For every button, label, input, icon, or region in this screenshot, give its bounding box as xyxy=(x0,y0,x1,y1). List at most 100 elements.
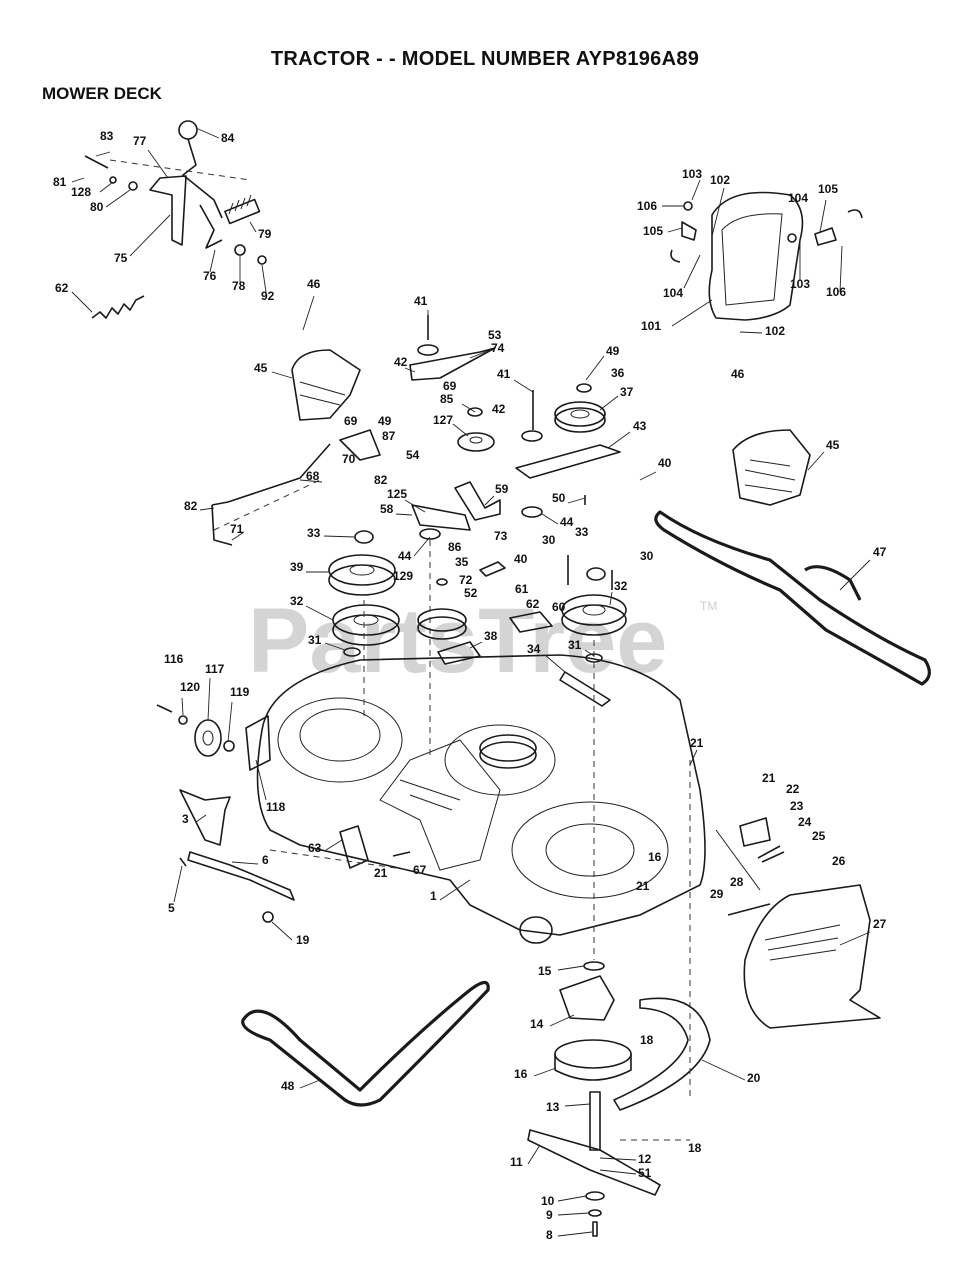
callout-34: 34 xyxy=(527,642,541,656)
callout-leader-74 xyxy=(469,349,491,359)
callout-62b: 62 xyxy=(526,597,540,611)
callout-leader-9 xyxy=(557,1212,590,1216)
callout-leader-106b xyxy=(839,245,843,293)
callout-83: 83 xyxy=(100,129,114,143)
callout-51: 51 xyxy=(638,1166,652,1180)
callout-31b: 31 xyxy=(568,638,582,652)
callout-28: 28 xyxy=(730,875,744,889)
callout-leader-105a xyxy=(667,227,683,233)
callout-leader-31b xyxy=(584,649,595,657)
callout-54: 54 xyxy=(406,448,420,462)
callout-101: 101 xyxy=(641,319,661,333)
callout-leader-50 xyxy=(567,497,586,504)
callout-75: 75 xyxy=(114,251,128,265)
callout-15: 15 xyxy=(538,964,552,978)
diagram-subtitle: MOWER DECK xyxy=(42,84,162,103)
callout-27: 27 xyxy=(873,917,887,931)
callout-leader-43 xyxy=(607,431,631,449)
watermark: PartsTree TM xyxy=(248,590,717,692)
callout-leader-16b xyxy=(533,1067,557,1077)
callout-69a: 69 xyxy=(443,379,457,393)
callout-leader-117 xyxy=(207,677,211,721)
callout-leader-12 xyxy=(599,1157,637,1161)
callout-41a: 41 xyxy=(414,294,428,308)
callout-45b: 45 xyxy=(826,438,840,452)
callout-22: 22 xyxy=(786,782,800,796)
callout-26: 26 xyxy=(832,854,846,868)
callout-leader-38 xyxy=(469,641,483,649)
callout-81: 81 xyxy=(53,175,67,189)
callout-74: 74 xyxy=(491,341,505,355)
callout-76: 76 xyxy=(203,269,217,283)
callout-6: 6 xyxy=(262,853,269,867)
callout-leader-15 xyxy=(557,965,585,971)
callout-leader-71 xyxy=(231,531,245,541)
callout-leader-8 xyxy=(557,1231,593,1237)
watermark-trademark: TM xyxy=(700,599,717,613)
callout-leader-5 xyxy=(173,865,183,903)
callout-leader-49a xyxy=(585,355,605,381)
callout-48: 48 xyxy=(281,1079,295,1093)
callout-24: 24 xyxy=(798,815,812,829)
callout-5: 5 xyxy=(168,901,175,915)
callout-106a: 106 xyxy=(637,199,657,213)
callout-leader-83 xyxy=(95,151,111,157)
callout-leader-105b xyxy=(819,199,827,233)
callout-78: 78 xyxy=(232,279,246,293)
callout-117: 117 xyxy=(205,662,225,676)
callout-18b: 18 xyxy=(688,1141,702,1155)
callout-29: 29 xyxy=(710,887,724,901)
callout-104b: 104 xyxy=(788,191,808,205)
callout-42a: 42 xyxy=(394,355,408,369)
callout-1: 1 xyxy=(430,889,437,903)
callout-36: 36 xyxy=(611,366,625,380)
control-rod xyxy=(211,429,381,546)
callout-20: 20 xyxy=(747,1071,761,1085)
callout-58: 58 xyxy=(380,502,394,516)
callout-46b: 46 xyxy=(731,367,745,381)
brackets xyxy=(411,481,611,707)
callout-leader-11 xyxy=(527,1144,541,1165)
callout-leader-82b xyxy=(199,507,215,511)
callout-leader-62a xyxy=(71,291,93,313)
callout-45a: 45 xyxy=(254,361,268,375)
callout-53: 53 xyxy=(488,328,502,342)
callout-127: 127 xyxy=(433,413,453,427)
callout-leader-81 xyxy=(71,177,85,183)
belt-keeper-right xyxy=(732,429,811,506)
callout-52: 52 xyxy=(464,586,478,600)
callout-62a: 62 xyxy=(55,281,69,295)
callout-106b: 106 xyxy=(826,285,846,299)
pulleys xyxy=(328,401,627,769)
callout-80: 80 xyxy=(90,200,104,214)
callout-67: 67 xyxy=(413,863,427,877)
spring-62 xyxy=(91,295,145,319)
callout-71: 71 xyxy=(230,522,244,536)
callout-leader-44a xyxy=(541,513,559,525)
callout-leader-32a xyxy=(305,605,334,621)
callout-leader-31a xyxy=(324,642,346,651)
lift-lever-assembly xyxy=(84,120,267,265)
diagram-title: TRACTOR - - MODEL NUMBER AYP8196A89 xyxy=(270,48,700,70)
callout-leader-37 xyxy=(599,395,619,411)
callout-8: 8 xyxy=(546,1228,553,1242)
callout-32a: 32 xyxy=(290,594,304,608)
callout-42b: 42 xyxy=(492,402,506,416)
callout-11: 11 xyxy=(510,1155,523,1169)
hinge-hardware-101 xyxy=(670,201,863,263)
callout-leader-41b xyxy=(513,379,534,393)
callout-leader-101 xyxy=(671,299,713,327)
callout-leader-84 xyxy=(195,127,220,139)
callout-leader-119 xyxy=(227,701,233,743)
callout-70: 70 xyxy=(342,452,356,466)
callout-leader-76 xyxy=(209,249,216,273)
callout-21b: 21 xyxy=(762,771,776,785)
callout-19: 19 xyxy=(296,933,310,947)
callout-leader-80 xyxy=(105,189,131,208)
callout-16b: 16 xyxy=(514,1067,528,1081)
callout-leader-58 xyxy=(395,513,413,516)
callout-38: 38 xyxy=(484,629,498,643)
callout-49b: 49 xyxy=(378,414,392,428)
callout-leader-79 xyxy=(249,221,257,233)
